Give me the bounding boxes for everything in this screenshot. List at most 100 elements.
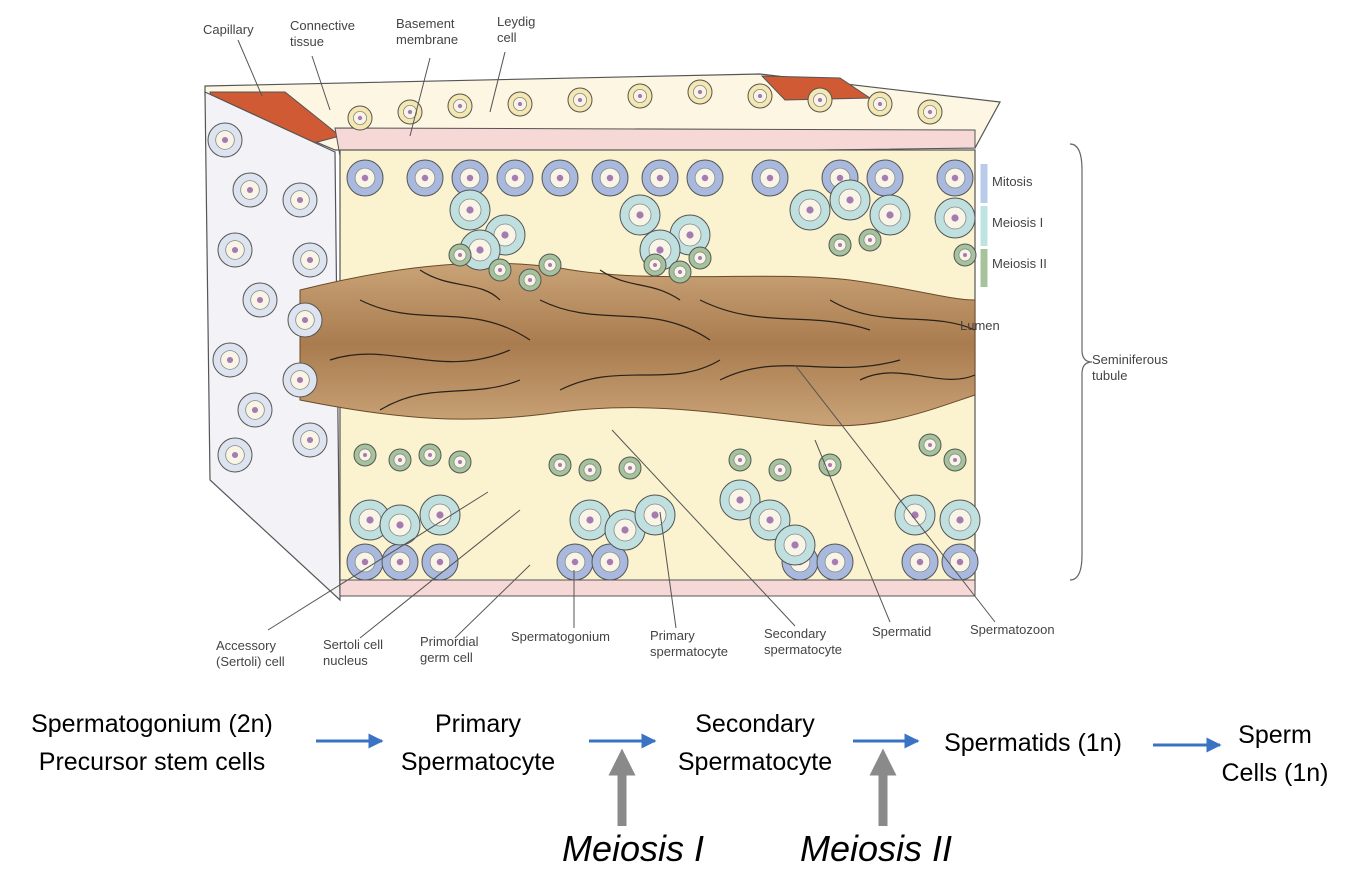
primary-spermatocyte-cell: [789, 189, 831, 231]
secondary-spermatocyte-cell: [538, 253, 562, 277]
connective-tissue-cell: [232, 172, 268, 208]
label-spermatogonium: Spermatogonium: [511, 629, 610, 644]
spermatogonium-cell: [381, 543, 419, 581]
primary-spermatocyte-cell: [379, 504, 421, 546]
leydig-cell: [347, 105, 373, 131]
label-secondary-spermatocyte: Secondary spermatocyte: [764, 626, 843, 657]
sperm-tail: [599, 269, 681, 301]
label-connective-tissue: Connective tissue: [290, 18, 356, 49]
flow-stage-spermatogonium: Spermatogonium (2n) Precursor stem cells: [31, 710, 273, 776]
leydig-cell: [917, 99, 943, 125]
primary-spermatocyte-cell: [774, 524, 816, 566]
leydig-cell: [807, 87, 833, 113]
secondary-spermatocyte-cell: [448, 243, 472, 267]
primary-spermatocyte-cell: [719, 479, 761, 521]
spermatogonium-cell: [751, 159, 789, 197]
connective-tissue-cell: [217, 437, 253, 473]
sperm-tail: [559, 359, 721, 391]
primary-spermatocyte-cell: [619, 194, 661, 236]
primary-spermatocyte-cell: [829, 179, 871, 221]
connective-tissue-cell: [282, 362, 318, 398]
spermatogonium-cell: [641, 159, 679, 197]
spermatogonium-cell: [866, 159, 904, 197]
primary-spermatocyte-cell: [869, 194, 911, 236]
spermatogonium-cell: [591, 543, 629, 581]
spermatogonium-cell: [421, 543, 459, 581]
primary-spermatocyte-cell: [894, 494, 936, 536]
leydig-cell: [507, 91, 533, 117]
sperm-tails-group: [329, 269, 976, 411]
spermatogonium-cell: [901, 543, 939, 581]
label-spermatozoon: Spermatozoon: [970, 622, 1055, 637]
secondary-spermatocyte-cell: [548, 453, 572, 477]
sperm-tail: [329, 349, 511, 363]
secondary-spermatocyte-cell: [768, 458, 792, 482]
connective-tissue-cell: [212, 342, 248, 378]
label-mitosis: Mitosis: [992, 174, 1033, 189]
spermatogonium-cell: [541, 159, 579, 197]
primary-spermatocyte-cell: [939, 499, 981, 541]
secondary-spermatocyte-cell: [518, 268, 542, 292]
connective-tissue-cell: [237, 392, 273, 428]
secondary-spermatocyte-cell: [643, 253, 667, 277]
primary-spermatocyte-cell: [749, 499, 791, 541]
left-connective-tissue: [204, 91, 341, 602]
label-sertoli-cell-nucleus: Sertoli cell nucleus: [323, 637, 383, 668]
sperm-tail: [539, 299, 711, 341]
label-accessory-sertoli-cell: Accessory (Sertoli) cell: [216, 638, 285, 669]
secondary-spermatocyte-cell: [618, 456, 642, 480]
spermatogonium-cell: [936, 159, 974, 197]
sperm-tail: [719, 359, 901, 381]
secondary-spermatocyte-cell: [828, 233, 852, 257]
secondary-spermatocyte-cell: [943, 448, 967, 472]
basement-membrane-bottom: [339, 579, 976, 597]
spermatogonium-cell: [941, 543, 979, 581]
leydig-cell: [567, 87, 593, 113]
secondary-spermatocyte-cell: [578, 458, 602, 482]
flow-stage-primary-spermatocyte: Primary Spermatocyte: [400, 710, 556, 776]
label-primary-spermatocyte: Primary spermatocyte: [650, 628, 729, 659]
leydig-cell: [687, 79, 713, 105]
leydig-cell: [867, 91, 893, 117]
basement-membrane: [334, 127, 976, 157]
sperm-tail: [419, 269, 501, 301]
spermatogonium-cell: [496, 159, 534, 197]
label-leydig-cell: Leydig cell: [497, 14, 536, 45]
primary-spermatocyte-cell: [934, 197, 976, 239]
spermatogonium-cell: [816, 543, 854, 581]
secondary-spermatocyte-cell: [688, 246, 712, 270]
flow-arrows: [316, 733, 1222, 753]
primary-spermatocyte-cell: [634, 494, 676, 536]
primary-spermatocyte-cell: [484, 214, 526, 256]
connective-tissue-cell: [282, 182, 318, 218]
sperm-tail: [379, 379, 521, 411]
connective-tissue-cell: [217, 232, 253, 268]
spermatogonium-cell: [406, 159, 444, 197]
flow-stage-secondary-spermatocyte: Secondary Spermatocyte: [677, 710, 833, 776]
secondary-spermatocyte-cell: [448, 450, 472, 474]
spermatogonium-cell: [346, 543, 384, 581]
connective-tissue-cell: [287, 302, 323, 338]
tubule-brace: [1069, 143, 1093, 581]
spermatogonium-cell: [556, 543, 594, 581]
division-arrows: [608, 748, 897, 826]
secondary-spermatocyte-cell: [418, 443, 442, 467]
primary-spermatocyte-cell: [669, 214, 711, 256]
sperm-tail: [829, 299, 976, 331]
spermatogonium-cell: [686, 159, 724, 197]
connective-tissue-cell: [242, 282, 278, 318]
leydig-cell: [447, 93, 473, 119]
secondary-spermatocyte-cell: [858, 228, 882, 252]
secondary-spermatocyte-cell: [668, 260, 692, 284]
secondary-spermatocyte-cell: [353, 443, 377, 467]
sperm-tail: [859, 372, 976, 381]
leydig-cell: [627, 83, 653, 109]
connective-tissue-cell: [292, 422, 328, 458]
spermatogonium-cell: [591, 159, 629, 197]
secondary-spermatocyte-cell: [488, 258, 512, 282]
primary-spermatocyte-cell: [604, 509, 646, 551]
division-label-meiosis-2: Meiosis II: [800, 828, 953, 869]
division-label-meiosis-1: Meiosis I: [562, 828, 705, 869]
lumen: [299, 262, 976, 427]
